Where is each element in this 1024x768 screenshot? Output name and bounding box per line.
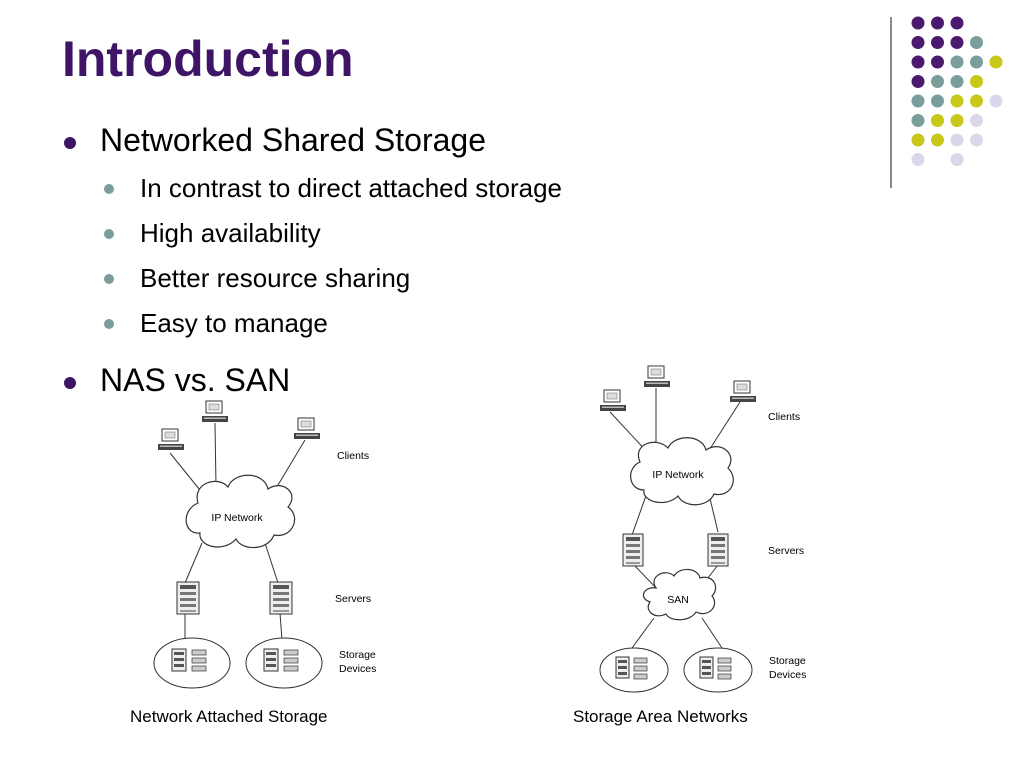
sub-bullet-item: High availability [100, 211, 562, 256]
sub-bullet-dot-icon [104, 184, 114, 194]
servers-label: Servers [335, 593, 371, 605]
vertical-divider [890, 17, 892, 188]
bullet-text: NAS vs. SAN [100, 362, 291, 398]
clients-label: Clients [337, 450, 369, 462]
decor-dot [911, 16, 925, 30]
decor-dot [970, 114, 983, 127]
decor-dot [989, 94, 1003, 108]
decor-dot [950, 55, 964, 69]
nas-diagram: IP Network Clients [140, 395, 400, 695]
decor-dot [970, 36, 983, 49]
decor-dot [950, 153, 964, 166]
client-computer-icon [644, 365, 670, 387]
server-icon [269, 581, 293, 615]
decor-dot [911, 94, 925, 108]
storage-device-icon [683, 647, 753, 693]
decor-dot [911, 114, 925, 127]
sub-bullet-item: Easy to manage [100, 301, 562, 346]
client-computer-icon [294, 417, 320, 439]
clients-label: Clients [768, 411, 800, 423]
bullet-dot-icon [64, 377, 76, 389]
decor-dot [931, 36, 944, 49]
decor-dot [950, 36, 964, 49]
decor-dot [911, 153, 925, 166]
slide-title: Introduction [62, 31, 354, 87]
storage-label-line2: Devices [769, 669, 806, 681]
decor-dot [950, 16, 964, 30]
bullet-list: Networked Shared Storage In contrast to … [62, 118, 562, 404]
decor-dot [950, 94, 964, 108]
storage-device-icon [245, 637, 323, 689]
sub-bullet-dot-icon [104, 274, 114, 284]
client-computer-icon [202, 400, 228, 422]
san-caption: Storage Area Networks [573, 707, 748, 726]
sub-bullet-text: High availability [140, 218, 321, 248]
decor-dot [911, 75, 925, 88]
client-computer-icon [158, 428, 184, 450]
storage-label-line1: Storage [769, 655, 806, 667]
server-icon [176, 581, 200, 615]
storage-label-line2: Devices [339, 663, 376, 675]
ip-network-cloud-icon [185, 474, 296, 549]
san-label: SAN [667, 594, 689, 606]
storage-device-icon [153, 637, 231, 689]
sub-bullet-item: Better resource sharing [100, 256, 562, 301]
decor-dot [970, 133, 983, 147]
servers-label: Servers [768, 545, 804, 557]
bullet-text: Networked Shared Storage [100, 122, 486, 158]
nas-caption: Network Attached Storage [130, 707, 328, 726]
decor-dot [950, 114, 964, 127]
decor-dot [989, 55, 1003, 69]
bullet-dot-icon [64, 137, 76, 149]
server-icon [622, 533, 644, 567]
storage-device-icon [599, 647, 669, 693]
decor-dot [931, 114, 944, 127]
bullet-nas-vs-san: NAS vs. SAN [62, 358, 562, 402]
san-diagram: IP Network SAN [590, 360, 830, 695]
client-computer-icon [600, 389, 626, 411]
decor-dot [931, 133, 944, 147]
sub-bullet-dot-icon [104, 319, 114, 329]
storage-label-line1: Storage [339, 649, 376, 661]
decor-dot [970, 75, 983, 88]
ip-network-label: IP Network [211, 512, 263, 524]
decor-dot [911, 133, 925, 147]
decor-dot [931, 55, 944, 69]
sub-bullet-list: In contrast to direct attached storage H… [100, 166, 562, 346]
san-cloud-icon [642, 568, 717, 621]
decor-dot [931, 75, 944, 88]
sub-bullet-text: Easy to manage [140, 308, 328, 338]
ip-network-cloud-icon [630, 437, 734, 506]
decor-dot [950, 75, 964, 88]
sub-bullet-text: In contrast to direct attached storage [140, 173, 563, 203]
decor-dot [970, 94, 983, 108]
sub-bullet-text: Better resource sharing [140, 263, 411, 293]
decor-dot [950, 133, 964, 147]
decor-dot [911, 36, 925, 49]
sub-bullet-dot-icon [104, 229, 114, 239]
decor-dot [911, 55, 925, 69]
client-computer-icon [730, 380, 756, 402]
bullet-networked-shared-storage: Networked Shared Storage In contrast to … [62, 118, 562, 346]
ip-network-label: IP Network [652, 469, 704, 481]
decor-dot [931, 94, 944, 108]
decor-dot [970, 55, 983, 69]
decor-dot [931, 16, 944, 30]
sub-bullet-item: In contrast to direct attached storage [100, 166, 562, 211]
decorative-dot-grid [911, 16, 1003, 166]
server-icon [707, 533, 729, 567]
